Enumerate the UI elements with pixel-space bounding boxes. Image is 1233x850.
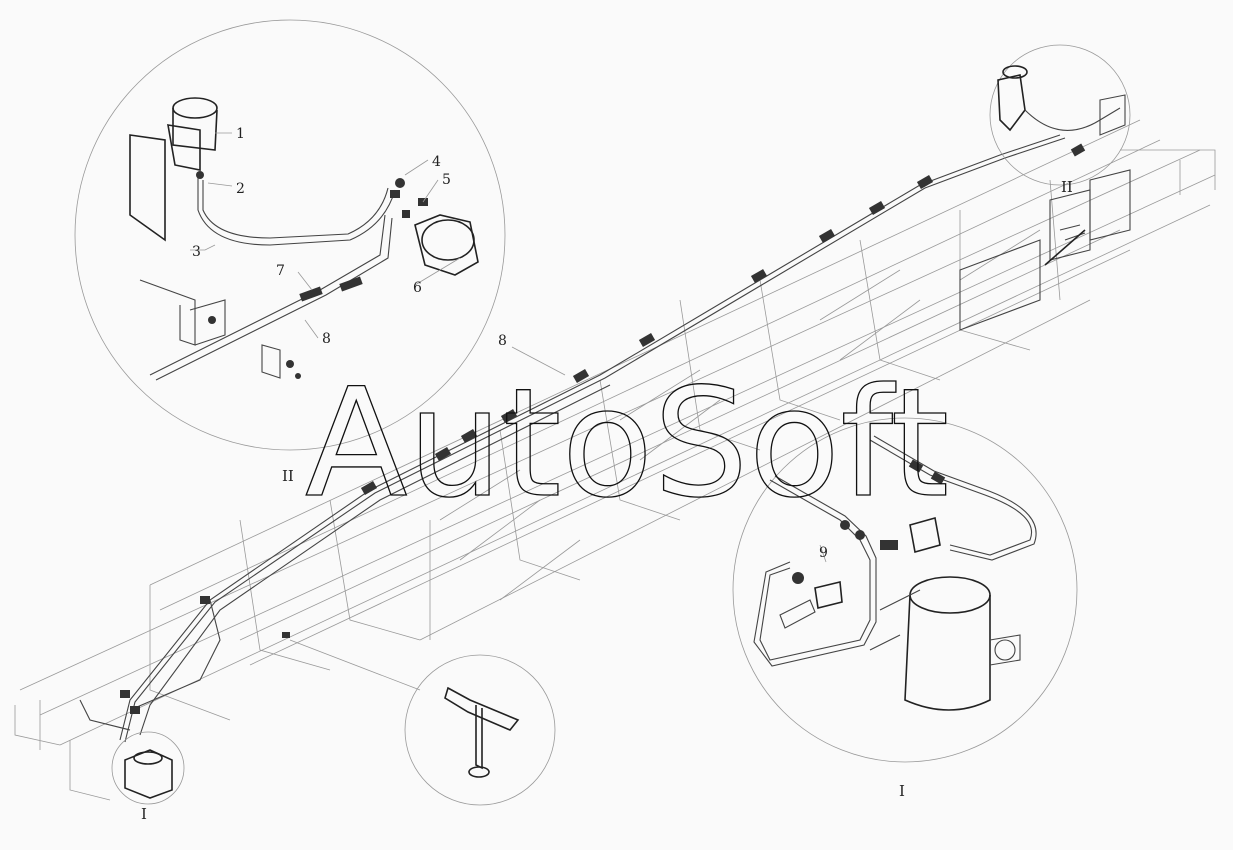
callout-9: 9 bbox=[819, 545, 828, 561]
detail-i-view bbox=[732, 417, 1078, 763]
callout-labels: 1 2 3 4 5 6 7 8 8 9 II II I I bbox=[141, 126, 1073, 823]
view-label-ii-right: II bbox=[1061, 178, 1073, 196]
callout-8-detail: 8 bbox=[322, 331, 331, 347]
callout-7: 7 bbox=[276, 263, 285, 279]
callout-8-main: 8 bbox=[498, 333, 507, 349]
callout-4: 4 bbox=[432, 154, 441, 170]
detail-ii-ref-view bbox=[989, 44, 1131, 186]
chassis-frame bbox=[14, 119, 1216, 801]
callout-1: 1 bbox=[236, 126, 245, 142]
bolt-detail-view bbox=[289, 639, 556, 806]
watermark-text: AutoSoft bbox=[305, 357, 949, 531]
callout-3: 3 bbox=[192, 244, 201, 260]
callout-6: 6 bbox=[413, 280, 422, 296]
detail-ii-view bbox=[74, 19, 506, 451]
view-label-i-right: I bbox=[899, 782, 905, 800]
callout-5: 5 bbox=[442, 172, 451, 188]
view-label-ii-left: II bbox=[282, 467, 294, 485]
fuel-pipe-main bbox=[79, 134, 1086, 743]
main-pipe-leader bbox=[511, 346, 566, 376]
view-label-i-left: I bbox=[141, 805, 147, 823]
callout-2: 2 bbox=[236, 181, 245, 197]
detail-i-ref-view bbox=[111, 731, 185, 805]
